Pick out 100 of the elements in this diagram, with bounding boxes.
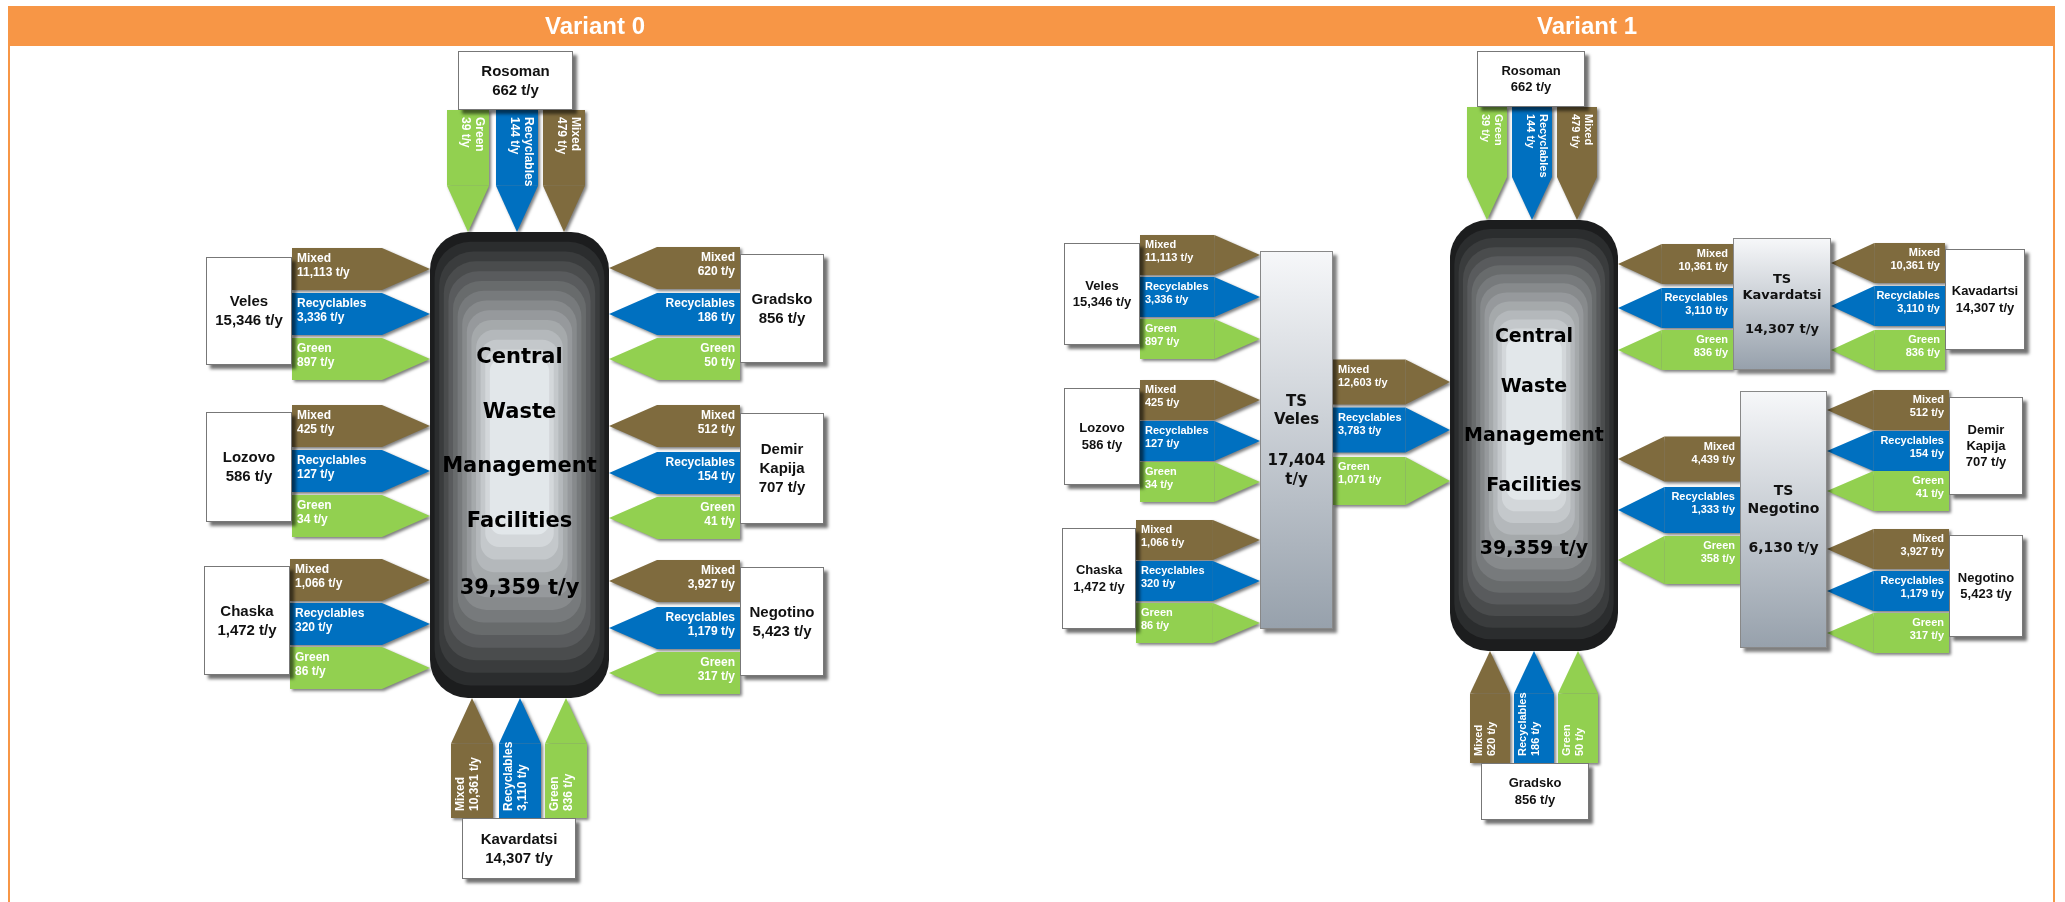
municipality-name: Veles (1084, 277, 1120, 294)
flow-arrow (1333, 407, 1450, 453)
municipality-box (1062, 528, 1136, 629)
municipality-box (206, 257, 292, 365)
municipality-name: Kavadartsi (1950, 283, 2020, 300)
flow-arrow (1618, 330, 1733, 370)
panel-title: Variant 0 (544, 12, 646, 40)
variant-panel (8, 6, 1040, 902)
edge-label: Recyclables 1,179 t/y (1880, 574, 1944, 601)
municipality-box (740, 567, 824, 676)
edge-label: Recyclables 1,179 t/y (665, 610, 735, 639)
flow-arrow (545, 698, 587, 818)
station-name: TS Negotino (1746, 482, 1821, 518)
flow-arrow (1827, 471, 1949, 511)
edge-label: Recyclables 154 t/y (1880, 434, 1944, 461)
flow-arrow (1140, 277, 1260, 317)
waste-amount: 14,307 t/y (484, 848, 554, 868)
edge-label: Recyclables 144 t/y (1523, 113, 1551, 180)
edge-label: Recyclables 320 t/y (1141, 564, 1205, 591)
municipality-box (1949, 397, 2023, 495)
waste-amount: 39,359 t/y (1478, 534, 1590, 560)
municipality-box (1477, 51, 1585, 107)
municipality-box (204, 566, 290, 675)
edge-label: Mixed 425 t/y (1145, 383, 1180, 410)
edge-label: Green 34 t/y (297, 498, 332, 527)
edge-label: Mixed 3,927 t/y (687, 563, 735, 592)
flow-arrow (609, 497, 740, 539)
flow-arrow (1136, 603, 1260, 643)
edge-label: Mixed 10,361 t/y (1678, 247, 1728, 274)
transfer-station-box (1740, 391, 1827, 648)
municipality-name: Chaska (219, 601, 275, 621)
municipality-box (1064, 388, 1140, 485)
waste-amount: 1,472 t/y (1072, 578, 1126, 595)
waste-amount: 39,359 t/y (458, 573, 581, 601)
edge-label: Mixed 3,927 t/y (1900, 532, 1944, 559)
edge-label: Mixed 512 t/y (1909, 393, 1944, 420)
flow-arrow (290, 603, 430, 645)
flow-arrow (1140, 235, 1260, 275)
municipality-box (462, 818, 576, 879)
edge-label: Mixed 10,361 t/y (452, 755, 483, 813)
waste-amount: 662 t/y (491, 80, 540, 100)
flow-arrow (292, 450, 430, 492)
flow-arrow (290, 647, 430, 689)
flow-arrow (609, 452, 740, 494)
flow-arrow (609, 405, 740, 447)
flow-arrow (1618, 288, 1733, 328)
flow-arrow (292, 495, 430, 537)
waste-amount: 707 t/y (1964, 454, 2008, 471)
flow-arrow (1557, 107, 1597, 220)
municipality-name: Chaska (1074, 562, 1124, 579)
edge-label: Mixed 620 t/y (697, 250, 735, 279)
waste-amount: 5,423 t/y (751, 621, 813, 641)
edge-label: Mixed 1,066 t/y (295, 562, 343, 591)
municipality-box (458, 51, 573, 110)
waste-amount: 586 t/y (1080, 436, 1124, 453)
flow-arrow (609, 652, 740, 694)
edge-label: Green 39 t/y (457, 116, 488, 154)
transfer-station-box (1260, 251, 1333, 629)
edge-label: Green 41 t/y (700, 500, 735, 529)
municipality-name: Negotino (748, 602, 816, 622)
edge-label: Green 1,071 t/y (1338, 460, 1382, 487)
flow-arrow (1827, 529, 1949, 569)
edge-label: Mixed 11,113 t/y (1145, 238, 1194, 265)
flow-arrow (1827, 613, 1949, 653)
edge-label: Green 41 t/y (1912, 474, 1944, 501)
municipality-name: Lozovo (1078, 420, 1126, 437)
edge-label: Green 897 t/y (1145, 322, 1180, 349)
flow-arrow (609, 560, 740, 602)
edge-label: Recyclables 186 t/y (1515, 691, 1543, 758)
flow-arrow (292, 405, 430, 447)
waste-amount: 662 t/y (1509, 79, 1553, 96)
municipality-name: Veles (228, 292, 270, 311)
municipality-name: Demir Kapija (758, 440, 806, 478)
waste-amount: 1,472 t/y (216, 620, 278, 640)
flow-arrow (1470, 651, 1510, 763)
edge-label: Mixed 620 t/y (1471, 720, 1499, 758)
edge-label: Recyclables 1,333 t/y (1671, 490, 1735, 517)
flow-arrow (451, 698, 493, 818)
flow-arrow (1512, 107, 1552, 220)
waste-amount: 14,307 t/y (1954, 299, 2016, 316)
flow-arrow (292, 248, 430, 290)
municipality-name: Rosoman (480, 61, 551, 81)
edge-label: Green 86 t/y (1141, 606, 1173, 633)
municipality-box (1481, 763, 1589, 820)
edge-label: Green 34 t/y (1145, 465, 1177, 492)
waste-amount: 856 t/y (1513, 791, 1557, 808)
waste-amount: 6,130 t/y (1747, 539, 1820, 557)
edge-label: Recyclables 3,110 t/y (500, 740, 531, 813)
municipality-name: Kavardatsi (479, 829, 559, 849)
edge-label: Mixed 4,439 t/y (1691, 439, 1735, 466)
edge-label: Green 836 t/y (546, 772, 577, 813)
flow-arrow (1827, 431, 1949, 471)
edge-label: Green 50 t/y (700, 341, 735, 370)
flow-arrow (1140, 319, 1260, 359)
flow-arrow (1136, 520, 1260, 560)
edge-label: Mixed 10,361 t/y (1890, 246, 1940, 273)
edge-label: Recyclables 154 t/y (665, 455, 735, 484)
flow-arrow (1827, 390, 1949, 430)
transfer-station-box (1733, 238, 1831, 370)
station-name: TS Kavardatsi (1741, 270, 1823, 304)
